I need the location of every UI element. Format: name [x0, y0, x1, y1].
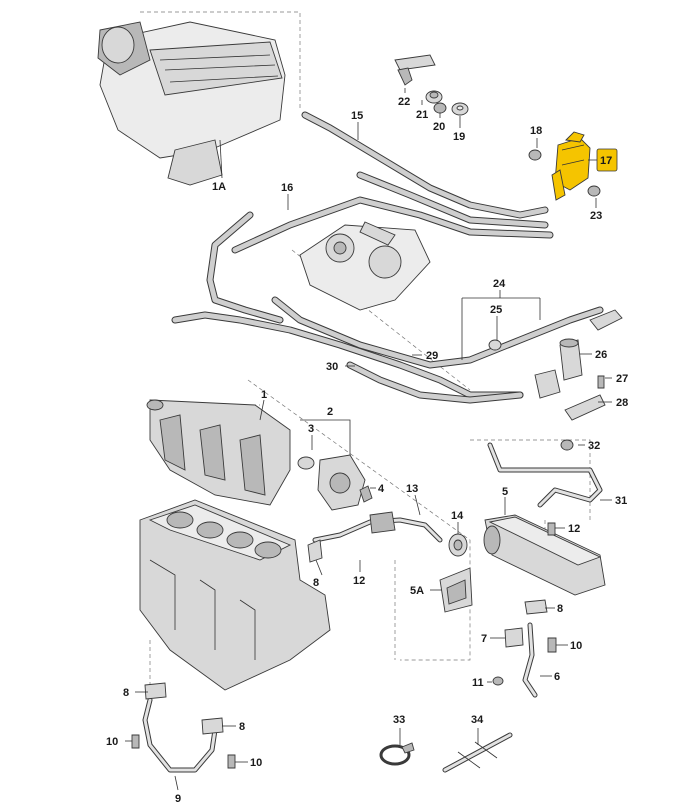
label-1a: 1A: [212, 181, 226, 193]
label-29: 29: [426, 350, 438, 362]
t-piece-24: [589, 309, 623, 331]
gasket-8-block: [307, 539, 323, 563]
nut-23: [587, 185, 601, 197]
label-8-block: 8: [313, 577, 319, 589]
intake-manifold-1: [146, 399, 291, 506]
bolt-12-right: [547, 522, 556, 536]
gasket-8-right: [524, 599, 548, 615]
label-5a: 5A: [410, 585, 424, 597]
label-8-bottom-left: 8: [123, 687, 129, 699]
nut-11: [492, 676, 504, 686]
leader-lines: [125, 88, 612, 791]
callout-labels: 1A 15 16 17 18 19 20 21 22 23 24 25 26 2…: [106, 96, 628, 805]
grommet-21: [425, 90, 443, 104]
pipe-6: [522, 622, 538, 698]
label-21: 21: [416, 109, 428, 121]
label-26: 26: [595, 349, 607, 361]
label-9: 9: [175, 793, 181, 805]
label-3: 3: [308, 423, 314, 435]
label-10-bottom: 10: [250, 757, 262, 769]
label-32: 32: [588, 440, 600, 452]
label-5: 5: [502, 486, 508, 498]
label-2: 2: [327, 406, 333, 418]
label-12-right: 12: [568, 523, 580, 535]
bolt-10-bottom: [227, 754, 236, 769]
label-12-left: 12: [353, 575, 365, 587]
egr-cooler-5: [483, 514, 606, 596]
label-33: 33: [393, 714, 405, 726]
gasket-8-bottom-right: [201, 717, 224, 735]
label-20: 20: [433, 121, 445, 133]
label-27: 27: [616, 373, 628, 385]
hose-connector-25: [488, 339, 502, 351]
air-filter-housing: [97, 21, 286, 186]
bolt-10-left: [131, 734, 140, 749]
label-30: 30: [326, 361, 338, 373]
nut-32: [560, 439, 574, 451]
label-8-right: 8: [557, 603, 563, 615]
nut-18: [528, 149, 542, 161]
label-8-bottom-right: 8: [239, 721, 245, 733]
pipe-31: [487, 442, 603, 508]
pressure-converter-valve-17[interactable]: [551, 131, 591, 201]
label-10-left: 10: [106, 736, 118, 748]
label-23: 23: [590, 210, 602, 222]
gasket-8-bottom-left: [144, 682, 167, 700]
engine-block: [139, 499, 331, 691]
vacuum-hoses: [171, 111, 604, 404]
vacuum-reservoir-26: [559, 338, 583, 381]
engine-cover: [299, 221, 431, 311]
bolt-10-right: [547, 637, 557, 653]
bolt-4: [359, 485, 373, 503]
label-24: 24: [493, 278, 506, 290]
coolant-hose-13: [312, 511, 443, 543]
label-18: 18: [530, 125, 542, 137]
nut-20: [433, 102, 447, 114]
label-1: 1: [261, 389, 267, 401]
hose-clamp-33: [379, 742, 415, 766]
bolt-27: [597, 375, 605, 389]
label-14: 14: [451, 510, 464, 522]
label-22: 22: [398, 96, 410, 108]
label-10-right: 10: [570, 640, 582, 652]
label-13: 13: [406, 483, 418, 495]
label-7: 7: [481, 633, 487, 645]
label-31: 31: [615, 495, 627, 507]
solenoid-valve-assembly: [534, 369, 561, 399]
label-4: 4: [378, 483, 385, 495]
thermostat-housing-2: [297, 454, 366, 511]
flange-14: [448, 533, 468, 557]
label-28: 28: [616, 397, 628, 409]
pipe-34: [442, 732, 513, 773]
bracket-28: [564, 394, 606, 421]
label-34: 34: [471, 714, 484, 726]
gasket-7: [504, 627, 524, 648]
pipe-9: [142, 697, 218, 773]
label-17[interactable]: 17: [600, 155, 612, 167]
label-19: 19: [453, 131, 465, 143]
washer-19: [451, 102, 469, 116]
label-25: 25: [490, 304, 502, 316]
label-15: 15: [351, 110, 363, 122]
label-6: 6: [554, 671, 560, 683]
bracket-5a: [439, 567, 473, 613]
label-11: 11: [472, 677, 484, 689]
label-16: 16: [281, 182, 293, 194]
label-17-highlight-box: [596, 148, 618, 172]
bracket-22: [394, 54, 436, 86]
